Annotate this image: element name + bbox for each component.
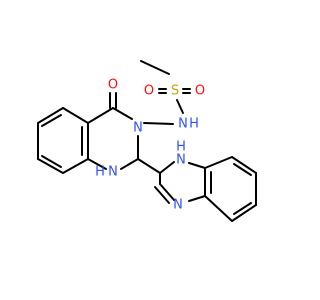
bond-benz-inner-1 [233,163,252,176]
bond-C5-C4 [231,204,257,222]
structure-svg: O S O N H N O N H H N N [37,60,257,222]
bond-benz-inner-2 [233,202,252,215]
molecule-diagram: O S O N H N O N H H N N [37,60,257,222]
atom-H-sulfonamide: H [189,117,199,132]
bond-C7-C6 [231,156,257,174]
atom-N-sulfonamide: N [178,117,188,132]
bond-C2-C2prime [137,158,161,174]
bond-C4-C3a [204,195,233,222]
bond-C4-N3 [112,107,133,120]
bond-C8-C7 [37,158,64,174]
bond-C7a-C7 [204,156,233,169]
bond-C3a-N3prime [188,195,206,202]
atom-O-left: O [144,84,154,99]
bond-C5-C4a [62,107,89,124]
atom-O-carbonyl: O [108,78,118,93]
bond-N-N3 [143,122,174,125]
bond-methyl-S [140,60,170,75]
atom-N3: N [133,121,143,136]
atom-S: S [171,84,179,99]
bond-C4a-C4 [87,107,114,124]
atom-N1: N [108,165,118,180]
atom-H-N1: H [95,165,105,180]
atom-H-imidazole: H [176,140,186,155]
bond-N1-C8a [87,158,107,170]
atom-N-imidazole-bottom: N [173,198,183,213]
bond-inner-3 [41,114,62,127]
bond-N3prime-C2prime-1 [159,183,175,201]
bond-C8a-C8 [62,158,89,174]
bond-S-N [176,99,184,114]
bond-inner-2 [41,155,62,168]
atom-O-right: O [195,84,205,99]
atom-N-imidazole-top: N [176,153,186,168]
bond-C2prime-NH [159,161,175,174]
bond-N3prime-C2prime-2 [154,186,170,204]
bond-C2-N1 [120,158,139,170]
bond-C6-C5 [37,107,64,124]
bond-NH-C7a [188,162,206,169]
